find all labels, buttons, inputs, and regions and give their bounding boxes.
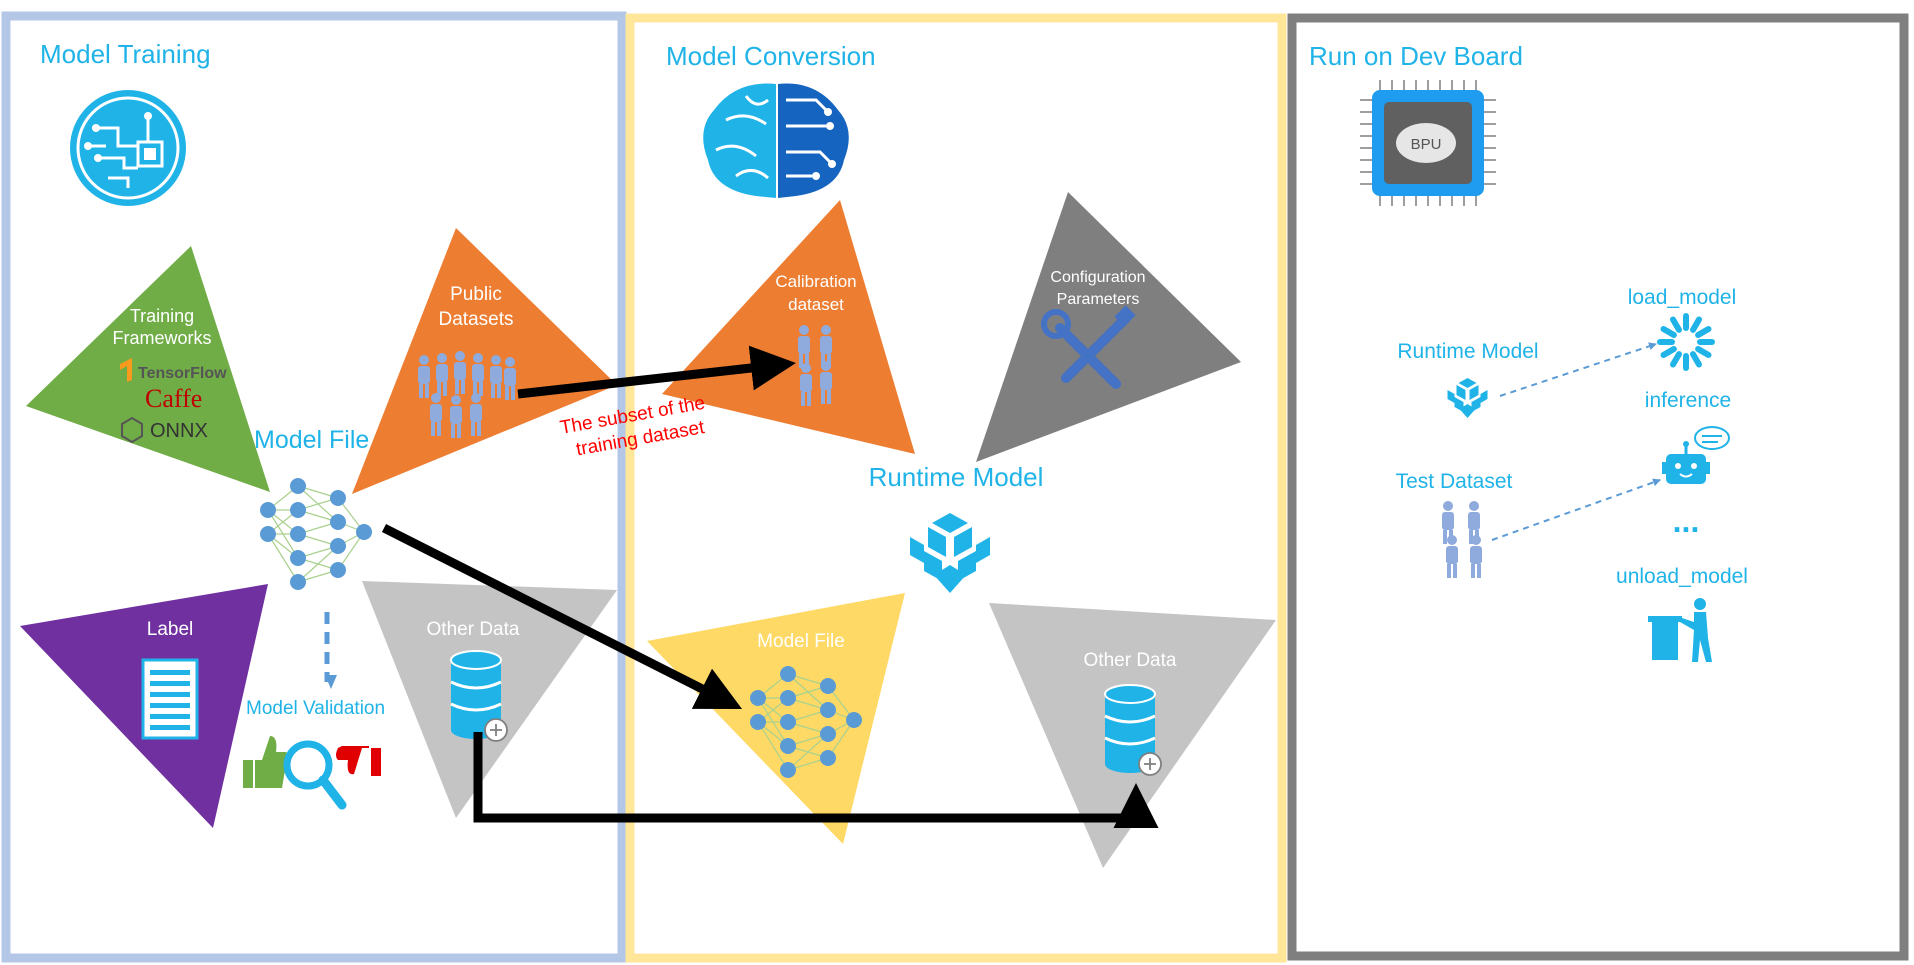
test-dataset-label: Test Dataset <box>1396 470 1513 493</box>
database-icon-conversion <box>1103 683 1163 777</box>
unload-model-label: unload_model <box>1616 565 1748 588</box>
test-dataset-family-icon <box>1442 501 1482 578</box>
svg-text:TensorFlow: TensorFlow <box>138 365 227 382</box>
circuit-chip-icon <box>70 90 186 206</box>
public-datasets-triangle <box>352 228 617 494</box>
loading-spinner-icon <box>1657 313 1715 371</box>
panel-model-conversion <box>625 13 1287 963</box>
model-file-label-conversion: Model File <box>757 631 845 652</box>
runtime-model-label-board: Runtime Model <box>1397 340 1538 363</box>
thumbs-down-icon <box>336 746 381 776</box>
arrow-otherdata-to-otherdata <box>473 732 1159 828</box>
load-model-label: load_model <box>1628 286 1737 309</box>
ellipsis-label: ... <box>1673 503 1700 539</box>
onnx-icon <box>121 416 143 444</box>
neural-network-icon-training <box>259 477 373 591</box>
model-file-triangle-conversion <box>647 593 905 844</box>
other-data-label-training: Other Data <box>427 619 520 640</box>
onnx-logo: ONNX <box>121 416 208 444</box>
caffe-logo: Caffe <box>145 384 202 413</box>
svg-text:BPU: BPU <box>1411 136 1442 153</box>
model-file-label-training: Model File <box>254 426 369 454</box>
trash-person-icon <box>1648 598 1712 662</box>
brain-icon <box>703 83 849 198</box>
other-data-label-conversion: Other Data <box>1084 650 1177 671</box>
runtime-model-cube-icon <box>910 513 990 593</box>
runtime-model-label-conversion: Runtime Model <box>869 462 1044 492</box>
magnifier-icon <box>283 740 347 810</box>
panel-title-training: Model Training <box>40 39 211 69</box>
label-text: Label <box>147 619 194 640</box>
tensorflow-icon <box>120 358 132 382</box>
thumbs-up-icon <box>243 736 288 788</box>
svg-text:ONNX: ONNX <box>150 420 208 442</box>
robot-icon <box>1662 426 1730 484</box>
tools-icon <box>1041 305 1136 389</box>
training-frameworks-triangle <box>26 246 270 492</box>
database-icon-training <box>449 649 509 743</box>
tensorflow-logo: TensorFlow <box>120 358 227 382</box>
arrow-modelfile-to-modelfile <box>381 523 743 710</box>
subset-annotation: The subset of the training dataset <box>558 392 716 463</box>
dashed-arrow-load-model <box>1499 342 1657 397</box>
dashed-arrow-inference <box>1491 478 1661 541</box>
panel-run-on-dev-board <box>1287 13 1909 961</box>
arrow-public-to-calibration <box>517 345 796 399</box>
panel-title-conversion: Model Conversion <box>666 41 876 71</box>
panel-model-training <box>1 11 627 963</box>
calibration-dataset-triangle <box>662 200 915 454</box>
model-validation-label: Model Validation <box>246 698 385 719</box>
document-icon <box>141 658 199 740</box>
panel-title-board: Run on Dev Board <box>1309 41 1523 71</box>
bpu-chip-icon: BPU <box>1360 80 1496 206</box>
runtime-model-cube-icon-board <box>1447 378 1488 418</box>
configuration-triangle <box>976 192 1241 462</box>
inference-label: inference <box>1645 389 1731 412</box>
